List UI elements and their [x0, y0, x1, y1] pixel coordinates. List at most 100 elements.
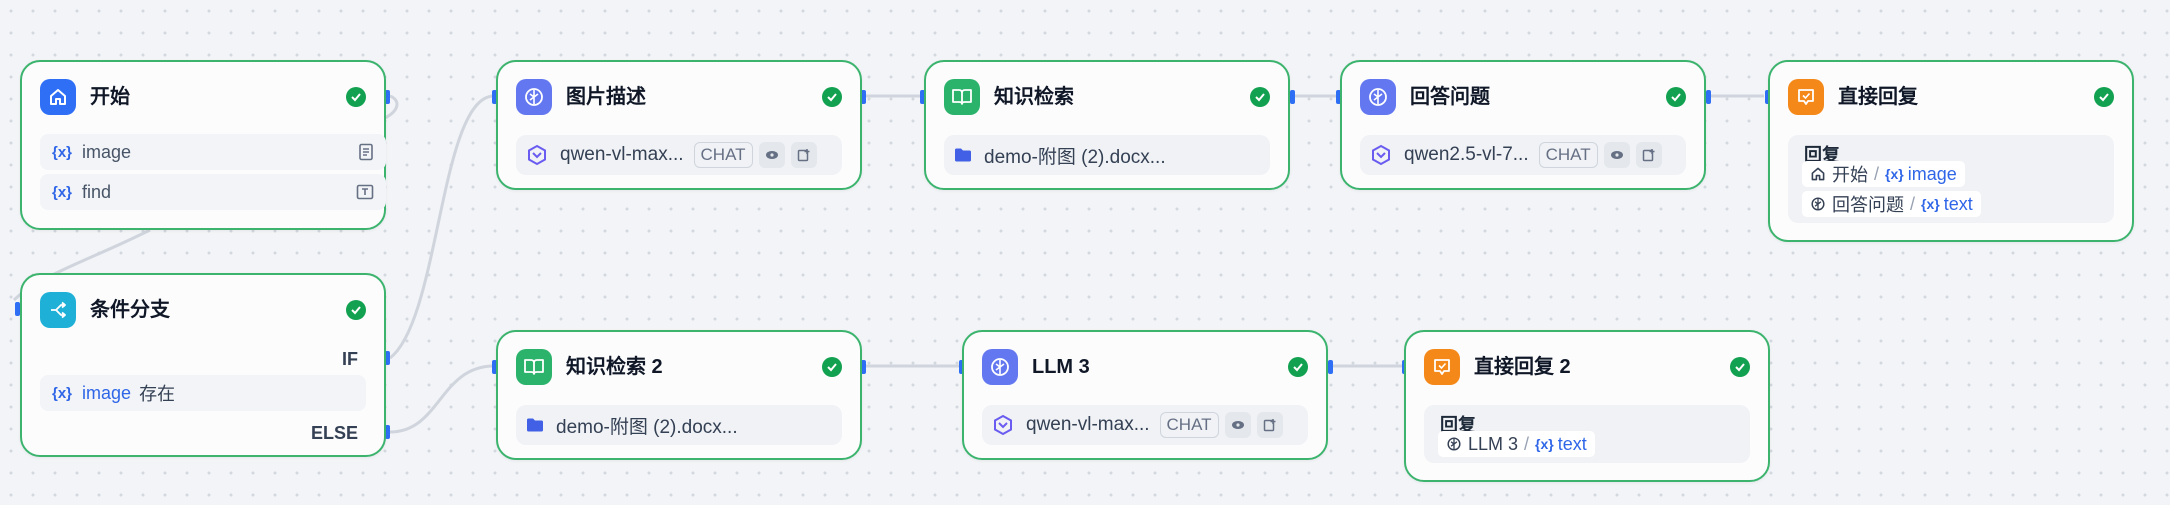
edge-else-to-knowledge2 [389, 364, 495, 434]
variable-reference-chip[interactable]: 开始 / {x} image [1802, 161, 1965, 187]
node-title: LLM 3 [1032, 356, 1090, 378]
port-llm3-out[interactable] [1328, 360, 1333, 374]
model-selector[interactable]: qwen-vl-max... CHAT [516, 135, 842, 175]
node-title: 直接回复 [1838, 86, 1918, 108]
port-start-out[interactable] [385, 90, 390, 104]
variable-reference-chip[interactable]: 回答问题 / {x} text [1802, 191, 1981, 217]
qwen-logo-icon [526, 144, 548, 166]
node-header: 知识检索 2 [516, 349, 842, 385]
model-name: qwen-vl-max... [1026, 414, 1150, 435]
folder-icon [954, 147, 972, 163]
dataset-item[interactable]: demo-附图 (2).docx... [516, 405, 842, 445]
node-title: 开始 [90, 86, 130, 108]
port-knowledge1-in[interactable] [920, 90, 925, 104]
port-condition-if[interactable] [385, 351, 390, 365]
variable-row-image[interactable]: {x} image [40, 134, 386, 170]
node-header: 开始 [40, 79, 366, 115]
port-knowledge1-out[interactable] [1290, 90, 1295, 104]
model-name: qwen2.5-vl-7... [1404, 144, 1529, 165]
reply-content[interactable]: 回复 开始 / {x} image 回答问题 / {x} text [1788, 135, 2114, 223]
node-header: 直接回复 2 [1424, 349, 1750, 385]
settings-icon[interactable] [1635, 142, 1662, 168]
node-answer-question[interactable]: 回答问题 qwen2.5-vl-7... CHAT [1340, 60, 1706, 190]
node-start[interactable]: 开始 {x} image {x} find [20, 60, 386, 230]
llm-icon [1446, 436, 1462, 452]
llm-icon [516, 79, 552, 115]
eye-icon[interactable] [1224, 412, 1251, 438]
variable-icon: {x} [1921, 196, 1940, 212]
port-describe-out[interactable] [861, 90, 866, 104]
port-knowledge2-in[interactable] [492, 360, 497, 374]
variable-name: find [82, 181, 112, 202]
text-field-icon [356, 184, 374, 200]
folder-icon [526, 417, 544, 433]
reply-label: 回复 [1804, 145, 1840, 165]
llm-icon [1810, 196, 1826, 212]
mode-tag: CHAT [1538, 142, 1598, 168]
reply-label: 回复 [1440, 415, 1476, 435]
ref-separator: / [1910, 193, 1916, 214]
variable-icon: {x} [1885, 166, 1904, 182]
condition-variable: image [82, 382, 132, 403]
node-header: 知识检索 [944, 79, 1270, 115]
success-check-icon [1666, 87, 1686, 107]
llm-icon [1360, 79, 1396, 115]
success-check-icon [2094, 87, 2114, 107]
variable-icon: {x} [52, 183, 73, 201]
success-check-icon [822, 87, 842, 107]
if-branch-label: IF [342, 349, 358, 369]
port-answer-in[interactable] [1336, 90, 1341, 104]
branch-icon [40, 292, 76, 328]
document-icon [358, 143, 374, 161]
mode-tag: CHAT [1159, 412, 1219, 438]
variable-icon: {x} [1535, 436, 1554, 452]
model-name: qwen-vl-max... [560, 144, 684, 165]
port-knowledge2-out[interactable] [861, 360, 866, 374]
port-condition-in[interactable] [15, 302, 20, 316]
variable-reference-chip[interactable]: LLM 3 / {x} text [1438, 431, 1595, 457]
port-answer-out[interactable] [1706, 90, 1711, 104]
node-title: 回答问题 [1410, 86, 1490, 108]
node-knowledge-retrieval-2[interactable]: 知识检索 2 demo-附图 (2).docx... [496, 330, 862, 460]
model-selector[interactable]: qwen-vl-max... CHAT [982, 405, 1308, 445]
eye-icon[interactable] [1603, 142, 1630, 168]
port-llm3-in[interactable] [959, 360, 964, 374]
node-title: 图片描述 [566, 86, 646, 108]
node-title: 知识检索 2 [566, 356, 663, 378]
ref-separator: / [1524, 433, 1530, 454]
ref-separator: / [1874, 163, 1880, 184]
settings-icon[interactable] [1256, 412, 1283, 438]
condition-row[interactable]: {x} image 存在 [40, 375, 366, 411]
edge-if-to-image-describe [389, 94, 495, 360]
port-describe-in[interactable] [492, 90, 497, 104]
eye-icon[interactable] [758, 142, 785, 168]
settings-icon[interactable] [790, 142, 817, 168]
node-direct-reply-2[interactable]: 直接回复 2 回复 LLM 3 / {x} text [1404, 330, 1770, 482]
node-direct-reply[interactable]: 直接回复 回复 开始 / {x} image 回答问题 / {x} text [1768, 60, 2134, 242]
success-check-icon [1730, 357, 1750, 377]
reply-content[interactable]: 回复 LLM 3 / {x} text [1424, 405, 1750, 463]
mode-tag: CHAT [693, 142, 753, 168]
qwen-logo-icon [992, 414, 1014, 436]
book-icon [516, 349, 552, 385]
book-icon [944, 79, 980, 115]
node-header: 图片描述 [516, 79, 842, 115]
success-check-icon [346, 87, 366, 107]
node-condition[interactable]: 条件分支 IF {x} image 存在 ELSE [20, 273, 386, 457]
ref-var-name: image [1907, 163, 1957, 184]
model-selector[interactable]: qwen2.5-vl-7... CHAT [1360, 135, 1686, 175]
node-image-describe[interactable]: 图片描述 qwen-vl-max... CHAT [496, 60, 862, 190]
port-condition-else[interactable] [385, 425, 390, 439]
port-reply1-in[interactable] [1765, 90, 1770, 104]
ref-var-name: text [1557, 433, 1587, 454]
node-knowledge-retrieval[interactable]: 知识检索 demo-附图 (2).docx... [924, 60, 1290, 190]
ref-node-name: LLM 3 [1468, 433, 1519, 454]
node-header: 回答问题 [1360, 79, 1686, 115]
success-check-icon [822, 357, 842, 377]
node-header: 直接回复 [1788, 79, 2114, 115]
dataset-item[interactable]: demo-附图 (2).docx... [944, 135, 1270, 175]
variable-row-find[interactable]: {x} find [40, 174, 386, 210]
node-llm-3[interactable]: LLM 3 qwen-vl-max... CHAT [962, 330, 1328, 460]
qwen-logo-icon [1370, 144, 1392, 166]
node-header: LLM 3 [982, 349, 1308, 385]
